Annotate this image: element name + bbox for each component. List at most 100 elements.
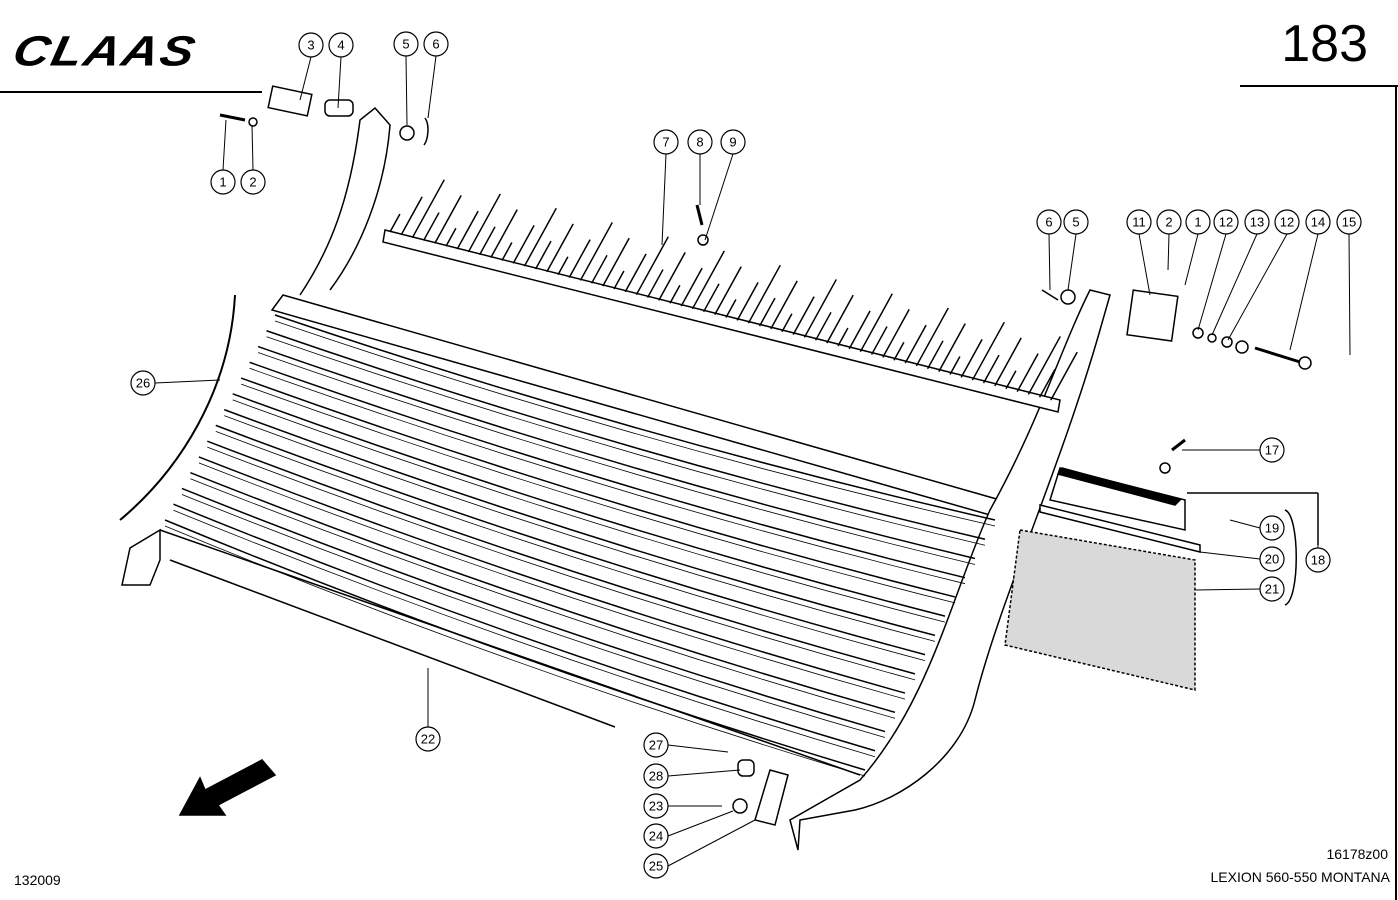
callout-28: 28 xyxy=(643,763,669,789)
comb-tooth xyxy=(994,337,1022,387)
leader-line xyxy=(1227,233,1288,341)
callout-circle xyxy=(210,169,236,195)
callout-26: 26 xyxy=(130,370,156,396)
callout-circle xyxy=(1259,546,1285,572)
comb-tooth xyxy=(1038,368,1056,398)
callout-5: 5 xyxy=(393,31,419,57)
concave-rib-edge xyxy=(266,336,986,546)
callout-circle xyxy=(1259,576,1285,602)
comb-tooth xyxy=(579,222,613,281)
comb-tooth xyxy=(512,224,535,264)
concave-rib-edge xyxy=(274,320,996,527)
comb-tooth xyxy=(557,256,569,276)
comb-tooth xyxy=(613,270,625,290)
callout-27: 27 xyxy=(643,732,669,758)
concave-rib-edge xyxy=(181,494,886,738)
concave-drawing xyxy=(0,85,1398,900)
callout-1: 1 xyxy=(1185,209,1211,235)
comb-tooth xyxy=(915,307,949,367)
callout-circle xyxy=(1274,209,1300,235)
callout-number: 6 xyxy=(432,37,439,52)
callout-circle xyxy=(687,129,713,155)
callout-number: 22 xyxy=(421,732,435,747)
callout-number: 4 xyxy=(337,38,344,53)
comb-tooth xyxy=(926,340,944,370)
concave-rib xyxy=(173,503,876,752)
callout-number: 2 xyxy=(249,175,256,190)
callout-number: 27 xyxy=(649,738,663,753)
callout-24: 24 xyxy=(643,823,669,849)
callout-number: 9 xyxy=(729,135,736,150)
callout-11: 11 xyxy=(1126,209,1152,235)
callout-number: 26 xyxy=(136,376,150,391)
callout-7: 7 xyxy=(653,129,679,155)
callout-circle xyxy=(423,31,449,57)
concave-rib-edge xyxy=(198,462,906,700)
callout-13: 13 xyxy=(1244,209,1270,235)
comb-tooth xyxy=(658,252,686,301)
comb-tooth xyxy=(680,267,703,307)
callout-number: 1 xyxy=(1194,215,1201,230)
concave-rib-edge xyxy=(224,415,936,642)
comb-tooth xyxy=(1027,336,1061,395)
callout-number: 11 xyxy=(1132,215,1146,230)
comb-tooth xyxy=(523,207,557,267)
leader-line xyxy=(1138,233,1151,296)
concave-rib xyxy=(240,377,956,598)
comb-tooth xyxy=(803,279,837,338)
concave-rib-edge xyxy=(164,525,866,777)
comb-tooth xyxy=(389,213,401,233)
concave-rib xyxy=(266,330,986,540)
callout-number: 6 xyxy=(1045,215,1052,230)
callout-circle xyxy=(1213,209,1239,235)
comb-tooth xyxy=(691,250,725,310)
callout-circle xyxy=(1126,209,1152,235)
comb-tooth xyxy=(736,281,759,321)
comb-tooth xyxy=(982,354,1000,384)
concave-rib xyxy=(198,456,906,694)
callout-circle xyxy=(1336,209,1362,235)
comb-tooth xyxy=(781,313,793,333)
callout-circle xyxy=(1036,209,1062,235)
concave-rib-edge xyxy=(249,367,966,585)
callout-circle xyxy=(643,823,669,849)
concave-rib-edge xyxy=(173,509,876,758)
figure-code: 16178z00 xyxy=(1326,846,1388,862)
leader-line xyxy=(1194,588,1261,591)
leader-line xyxy=(405,55,408,126)
callout-1: 1 xyxy=(210,169,236,195)
comb-tooth xyxy=(590,254,608,284)
comb-tooth xyxy=(814,311,832,341)
comb-tooth xyxy=(1016,353,1039,392)
leader-line xyxy=(667,769,741,777)
callout-circle xyxy=(643,732,669,758)
leader-line xyxy=(1199,551,1261,560)
callout-2: 2 xyxy=(240,169,266,195)
comb-tooth xyxy=(602,237,630,287)
callout-number: 2 xyxy=(1165,215,1172,230)
comb-tooth xyxy=(501,242,513,261)
leader-line xyxy=(251,124,254,171)
concave-rib xyxy=(232,393,946,617)
concave-rib xyxy=(164,519,866,771)
comb-tooth xyxy=(971,321,1005,381)
callout-circle xyxy=(298,32,324,58)
drawing-code: 132009 xyxy=(14,872,61,888)
comb-tooth xyxy=(792,296,815,335)
callout-circle xyxy=(1259,437,1285,463)
leader-line xyxy=(299,56,312,101)
leader-line xyxy=(1211,233,1258,336)
callout-circle xyxy=(643,763,669,789)
callout-8: 8 xyxy=(687,129,713,155)
callout-4: 4 xyxy=(328,32,354,58)
callout-number: 3 xyxy=(307,38,314,53)
callout-number: 25 xyxy=(649,859,663,874)
callout-number: 19 xyxy=(1265,521,1279,536)
callout-circle xyxy=(643,793,669,819)
comb-tooth xyxy=(725,299,737,318)
comb-tooth xyxy=(870,326,888,355)
callout-number: 8 xyxy=(696,135,703,150)
callout-17: 17 xyxy=(1259,437,1285,463)
comb-tooth xyxy=(1050,351,1078,401)
